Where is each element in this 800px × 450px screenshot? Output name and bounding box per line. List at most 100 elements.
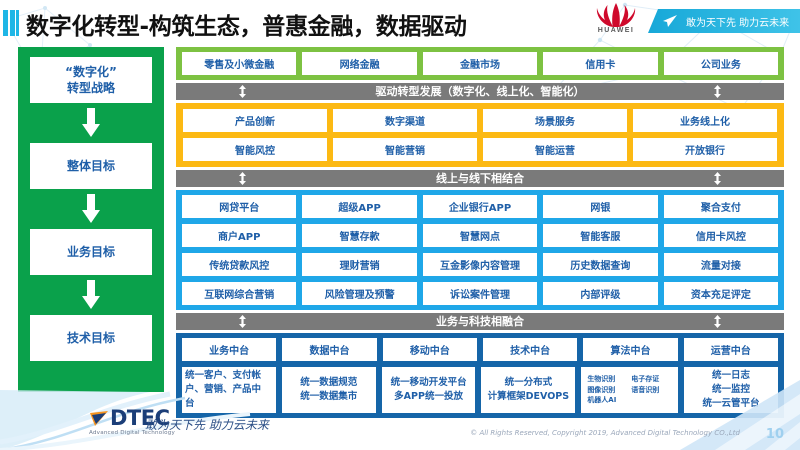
channel-cell-2-1[interactable]: 理财营销 bbox=[302, 253, 417, 276]
strategy-item-0[interactable]: “数字化” 转型战略 bbox=[30, 57, 152, 103]
capability-row-0: 产品创新 数字渠道 场景服务 业务线上化 bbox=[183, 109, 777, 132]
channel-cell-3-4[interactable]: 资本充足评定 bbox=[663, 282, 779, 305]
platform-header-2[interactable]: 移动中台 bbox=[382, 338, 477, 361]
channel-cell-1-0[interactable]: 商户APP bbox=[182, 224, 297, 247]
strategy-item-2[interactable]: 业务目标 bbox=[30, 229, 152, 275]
platform-body-1[interactable]: 统一数据规范 统一数据集市 bbox=[281, 367, 376, 413]
dtec-tagline: Advanced Digital Technology bbox=[89, 430, 176, 436]
platform-body-0[interactable]: 统一客户、支付帐 户、营销、产品中 台 bbox=[182, 367, 276, 413]
huawei-cloud-banner: 敢为天下先 助力云未来 bbox=[648, 9, 800, 33]
dtec-logo: DTEC Advanced Digital Technology bbox=[88, 408, 198, 437]
accent-bar-icon bbox=[3, 10, 19, 36]
business-cell-2[interactable]: 金融市场 bbox=[422, 52, 538, 75]
platform-header-0[interactable]: 业务中台 bbox=[182, 338, 277, 361]
platform-header-1[interactable]: 数据中台 bbox=[282, 338, 377, 361]
platform-body-2[interactable]: 统一移动开发平台 多APP统一投放 bbox=[381, 367, 476, 413]
strategy-item-3-line1: 技术目标 bbox=[66, 330, 115, 345]
platform-body-1-line-1: 统一数据集市 bbox=[300, 391, 358, 402]
platform-body-4-tag-0: 生物识别 bbox=[587, 375, 616, 384]
platform-body-2-line-0: 统一移动开发平台 bbox=[390, 377, 467, 389]
divider-1-label: 驱动转型发展（数字化、线上化、智能化） bbox=[375, 85, 585, 98]
banner-slogan: 敢为天下先 助力云未来 bbox=[686, 18, 790, 29]
business-band: 零售及小微金融 网络金融 金融市场 信用卡 公司业务 bbox=[176, 47, 784, 80]
platform-body-2-line-1: 多APP统一投放 bbox=[394, 391, 463, 402]
down-arrow-icon-1 bbox=[30, 103, 152, 143]
channel-cell-3-1[interactable]: 风险管理及预警 bbox=[302, 282, 417, 305]
channel-cell-0-4[interactable]: 聚合支付 bbox=[663, 195, 779, 218]
double-arrow-icon-left-1 bbox=[239, 85, 246, 98]
double-arrow-icon-left-3 bbox=[239, 315, 246, 328]
huawei-logo: HUAWEI bbox=[590, 2, 642, 42]
double-arrow-icon-right-1 bbox=[714, 85, 721, 98]
huawei-flower-icon bbox=[596, 3, 636, 27]
strategy-item-3[interactable]: 技术目标 bbox=[30, 315, 152, 361]
channel-cell-3-0[interactable]: 互联网综合营销 bbox=[182, 282, 297, 305]
divider-online-offline: 线上与线下相结合 bbox=[176, 170, 784, 187]
capability-band: 产品创新 数字渠道 场景服务 业务线上化 智能风控 智能营销 智能运营 开放银行 bbox=[176, 103, 784, 167]
channel-cell-2-0[interactable]: 传统贷款风控 bbox=[182, 253, 297, 276]
dtec-logo-top: DTEC bbox=[88, 408, 198, 429]
footer-slogan: 敢为天下先 助力云未来 bbox=[145, 418, 269, 432]
capability-cell-1-1[interactable]: 智能营销 bbox=[333, 138, 477, 161]
channel-cell-1-1[interactable]: 智慧存款 bbox=[302, 224, 417, 247]
channel-row-0: 网贷平台 超级APP 企业银行APP 网银 聚合支付 bbox=[182, 195, 779, 218]
channel-cell-0-3[interactable]: 网银 bbox=[543, 195, 658, 218]
business-cell-4[interactable]: 公司业务 bbox=[663, 52, 779, 75]
strategy-item-1-line1: 整体目标 bbox=[66, 158, 115, 173]
platform-body-3[interactable]: 统一分布式 计算框架DEVOPS bbox=[481, 367, 576, 413]
channel-cell-0-0[interactable]: 网贷平台 bbox=[182, 195, 297, 218]
divider-2-label: 线上与线下相结合 bbox=[436, 172, 524, 185]
platform-body-3-line-1: 计算框架DEVOPS bbox=[487, 391, 570, 402]
double-arrow-icon-left-2 bbox=[239, 172, 246, 185]
platform-body-4-tag-3: 语音识别 bbox=[631, 385, 660, 394]
slide-header: 数字化转型-构筑生态，普惠金融，数据驱动 HUAWEI 敢为天下先 助力云未来 bbox=[0, 0, 800, 44]
channel-cell-2-4[interactable]: 流量对接 bbox=[663, 253, 779, 276]
strategy-item-1[interactable]: 整体目标 bbox=[30, 143, 152, 189]
capability-cell-0-1[interactable]: 数字渠道 bbox=[333, 109, 477, 132]
business-cell-0[interactable]: 零售及小微金融 bbox=[182, 52, 297, 75]
paper-plane-icon bbox=[663, 15, 677, 27]
business-row: 零售及小微金融 网络金融 金融市场 信用卡 公司业务 bbox=[182, 52, 779, 75]
channel-cell-1-4[interactable]: 信用卡风控 bbox=[663, 224, 779, 247]
business-cell-1[interactable]: 网络金融 bbox=[302, 52, 417, 75]
channel-cell-1-2[interactable]: 智慧网点 bbox=[422, 224, 538, 247]
platform-header-5[interactable]: 运营中台 bbox=[683, 338, 778, 361]
platform-body-3-line-0: 统一分布式 bbox=[504, 377, 553, 389]
capability-cell-0-2[interactable]: 场景服务 bbox=[483, 109, 627, 132]
platform-body-4[interactable]: 生物识别 电子存证 图像识别 语音识别 机器人AI bbox=[581, 367, 679, 413]
platform-body-4-tag-1: 电子存证 bbox=[631, 375, 660, 384]
strategy-item-0-line2: 转型战略 bbox=[66, 81, 115, 95]
channel-row-3: 互联网综合营销 风险管理及预警 诉讼案件管理 内部评级 资本充足评定 bbox=[182, 282, 779, 305]
platform-header-4[interactable]: 算法中台 bbox=[583, 338, 678, 361]
dtec-triangle-icon bbox=[90, 411, 108, 426]
platform-band: 业务中台 数据中台 移动中台 技术中台 算法中台 运营中台 统一客户、支付帐 户… bbox=[176, 333, 784, 418]
page-title: 数字化转型-构筑生态，普惠金融，数据驱动 bbox=[26, 14, 467, 40]
business-cell-3[interactable]: 信用卡 bbox=[543, 52, 658, 75]
platform-body-4-tag-4: 机器人AI bbox=[587, 396, 617, 405]
platform-header-3[interactable]: 技术中台 bbox=[482, 338, 578, 361]
capability-cell-1-2[interactable]: 智能运营 bbox=[483, 138, 627, 161]
capability-cell-1-0[interactable]: 智能风控 bbox=[183, 138, 327, 161]
channel-cell-3-3[interactable]: 内部评级 bbox=[543, 282, 658, 305]
capability-row-1: 智能风控 智能营销 智能运营 开放银行 bbox=[183, 138, 777, 161]
capability-cell-0-3[interactable]: 业务线上化 bbox=[633, 109, 777, 132]
channel-cell-1-3[interactable]: 智能客服 bbox=[543, 224, 658, 247]
huawei-wordmark: HUAWEI bbox=[597, 27, 635, 34]
channel-cell-0-2[interactable]: 企业银行APP bbox=[422, 195, 538, 218]
capability-cell-1-3[interactable]: 开放银行 bbox=[633, 138, 777, 161]
page-number: 10 bbox=[765, 427, 784, 442]
channel-cell-0-1[interactable]: 超级APP bbox=[302, 195, 417, 218]
double-arrow-icon-right-2 bbox=[714, 172, 721, 185]
capability-cell-0-0[interactable]: 产品创新 bbox=[183, 109, 327, 132]
platform-body-1-line-0: 统一数据规范 bbox=[300, 377, 358, 389]
channel-row-1: 商户APP 智慧存款 智慧网点 智能客服 信用卡风控 bbox=[182, 224, 779, 247]
strategy-column: “数字化” 转型战略 整体目标 业务目标 技术目标 bbox=[18, 47, 164, 392]
channel-cell-3-2[interactable]: 诉讼案件管理 bbox=[422, 282, 538, 305]
down-arrow-icon-2 bbox=[30, 189, 152, 229]
channel-cell-2-3[interactable]: 历史数据查询 bbox=[543, 253, 658, 276]
channel-row-2: 传统贷款风控 理财营销 互金影像内容管理 历史数据查询 流量对接 bbox=[182, 253, 779, 276]
strategy-item-2-line1: 业务目标 bbox=[66, 244, 115, 259]
platform-body-0-line-0: 统一客户、支付帐 bbox=[185, 370, 262, 382]
divider-3-label: 业务与科技相融合 bbox=[436, 315, 524, 328]
channel-cell-2-2[interactable]: 互金影像内容管理 bbox=[422, 253, 538, 276]
